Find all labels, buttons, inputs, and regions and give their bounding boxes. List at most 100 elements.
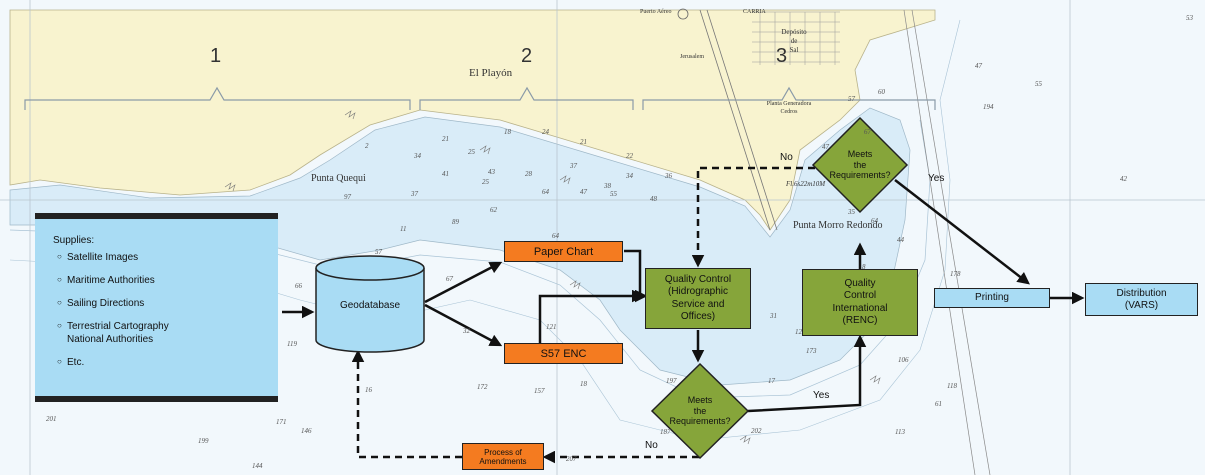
meets-bottom-line-2: the <box>693 405 707 416</box>
supply-item-label: Maritime Authorities <box>67 275 155 286</box>
depth-sounding: 201 <box>46 415 57 423</box>
bullet-icon: ○ <box>57 321 62 330</box>
amendments-line-1: Process of <box>484 447 522 457</box>
meets-top-line-2: the <box>853 159 867 170</box>
section-brace-3 <box>642 86 936 110</box>
section-number-3: 3 <box>776 45 788 67</box>
s57-enc-box: S57 ENC <box>504 343 623 364</box>
printing-box: Printing <box>934 288 1050 308</box>
depth-sounding: 35 <box>848 208 855 216</box>
depth-sounding: 187 <box>660 428 671 436</box>
section-number-2: 2 <box>521 45 533 67</box>
depth-sounding: 67 <box>864 128 871 136</box>
supply-item-continuation: National Authorities <box>67 334 154 345</box>
depth-sounding: 157 <box>534 387 545 395</box>
depth-sounding: 55 <box>1035 80 1042 88</box>
depth-sounding: 55 <box>610 190 617 198</box>
depth-sounding: 197 <box>666 377 677 385</box>
section-number-1: 1 <box>210 45 222 67</box>
meets-top-line-3: Requirements? <box>829 170 891 181</box>
deposito-line-1: Depósito <box>781 28 807 36</box>
place-el-playon: El Playón <box>469 67 513 79</box>
depth-sounding: 11 <box>400 225 407 233</box>
depth-sounding: 21 <box>580 138 587 146</box>
qc-intl-line-4: (RENC) <box>842 315 878 326</box>
depth-sounding: 32 <box>463 327 470 335</box>
depth-sounding: 16 <box>365 386 372 394</box>
depth-sounding: 53 <box>1186 14 1193 22</box>
depth-sounding: 48 <box>650 195 657 203</box>
depth-sounding: 44 <box>897 236 904 244</box>
depth-sounding: 89 <box>452 218 459 226</box>
depth-sounding: 202 <box>751 427 762 435</box>
depth-sounding: 57 <box>848 95 855 103</box>
depth-sounding: 97 <box>344 193 351 201</box>
depth-sounding: 34 <box>414 152 421 160</box>
meets-requirements-top-diamond <box>811 116 909 214</box>
supply-item-label: Etc. <box>67 357 85 368</box>
bullet-icon: ○ <box>57 252 62 261</box>
bullet-icon: ○ <box>57 298 62 307</box>
deposito-line-2: de <box>790 37 798 45</box>
depth-sounding: 172 <box>477 383 488 391</box>
depth-sounding: 173 <box>806 347 817 355</box>
supply-item: ○Satellite Images <box>53 252 278 263</box>
amendments-line-2: Amendments <box>479 456 527 466</box>
supply-item: ○Etc. <box>53 357 278 368</box>
depth-sounding: 22 <box>626 152 633 160</box>
place-planta-generadora: Planta Generadora Cedros <box>754 100 824 116</box>
depth-sounding: 64 <box>542 188 549 196</box>
paper-chart-box: Paper Chart <box>504 241 623 262</box>
depth-sounding: 17 <box>768 377 775 385</box>
supply-item: ○Terrestrial Cartography <box>53 321 278 332</box>
depth-sounding: 121 <box>546 323 557 331</box>
place-puerto-aereo: Puerto Aéreo <box>640 9 672 15</box>
place-punta-quequi: Punta Quequi <box>311 173 366 184</box>
qc-hydro-line-2: (Hidrographic <box>667 286 729 297</box>
supply-item: ○ Sailing Directions <box>53 298 278 309</box>
depth-sounding: 31 <box>770 312 777 320</box>
depth-sounding: 21 <box>442 135 449 143</box>
depth-sounding: 28 <box>525 170 532 178</box>
depth-sounding: 18 <box>504 128 511 136</box>
supplies-box: Supplies: ○Satellite Images ○Maritime Au… <box>35 213 278 402</box>
distribution-box: Distribution (VARS) <box>1085 283 1198 316</box>
land-area <box>9 9 936 231</box>
depth-sounding: 146 <box>301 427 312 435</box>
depth-sounding: 171 <box>276 418 287 426</box>
depth-sounding: 144 <box>252 462 263 470</box>
qc-hydro-line-3: Service and <box>671 298 725 310</box>
supply-item-label: Sailing Directions <box>67 298 145 309</box>
light-characteristic: Fl.6s22m10M <box>786 180 826 188</box>
distribution-line-2: (VARS) <box>1124 299 1159 311</box>
planta-line-1: Planta Generadora <box>766 101 812 107</box>
meets-requirements-bottom-diamond <box>650 362 750 460</box>
depth-sounding: 18 <box>580 380 587 388</box>
section-brace-2 <box>419 86 634 110</box>
meets-bottom-line-3: Requirements? <box>669 416 731 427</box>
depth-sounding: 43 <box>488 168 495 176</box>
quality-control-international-box: Quality Control International (RENC) <box>802 269 918 336</box>
depth-sounding: 36 <box>665 172 672 180</box>
meets-requirements-top-label: Meets the Requirements? <box>813 144 907 186</box>
qc-intl-line-3: International <box>832 302 888 314</box>
meets-bottom-line-1: Meets <box>687 394 713 405</box>
qc-hydro-line-1: Quality Control <box>664 273 732 285</box>
salt-deposit-grid <box>752 11 840 65</box>
depth-sounding: 38 <box>604 182 611 190</box>
label-no-top: No <box>780 152 793 163</box>
place-carria: CARRIA <box>743 9 766 15</box>
depth-sounding: 67 <box>446 275 453 283</box>
planta-line-2: Cedros <box>780 109 798 115</box>
depth-sounding: 129 <box>795 328 806 336</box>
place-deposito-de-sal: Depósito de Sal <box>774 28 814 55</box>
label-yes-bottom: Yes <box>813 390 830 401</box>
depth-sounding: 61 <box>935 400 942 408</box>
depth-sounding: 47 <box>580 188 587 196</box>
geodatabase-cylinder <box>315 255 425 353</box>
depth-sounding: 118 <box>947 382 957 390</box>
label-yes-top: Yes <box>928 173 945 184</box>
depth-sounding: 24 <box>542 128 549 136</box>
depth-sounding: 178 <box>950 270 961 278</box>
depth-sounding: 25 <box>468 148 475 156</box>
